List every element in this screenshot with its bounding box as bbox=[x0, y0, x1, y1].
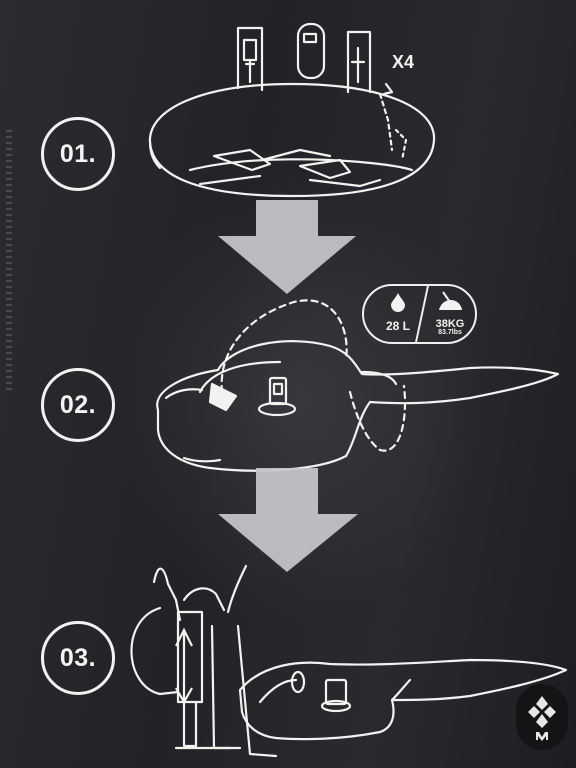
fill-info-box: 28 L 38KG 83.7lbs bbox=[362, 284, 477, 344]
water-volume: 28 L bbox=[385, 319, 410, 333]
weight-metric: 38KG bbox=[435, 318, 465, 330]
arrow-down-icon bbox=[218, 200, 356, 294]
weight-imperial: 83.7lbs bbox=[438, 329, 462, 336]
repeat-count-label: X4 bbox=[392, 52, 415, 72]
step3-pump-drawing bbox=[130, 564, 568, 758]
brand-logo-icon bbox=[516, 684, 568, 750]
step-3-number: 03. bbox=[41, 621, 115, 695]
water-capacity: 28 L bbox=[378, 292, 418, 333]
side-edge-text bbox=[6, 130, 12, 390]
step1-base-drawing bbox=[148, 22, 436, 198]
arrow-down-icon bbox=[218, 468, 358, 572]
step-2-number: 02. bbox=[41, 368, 115, 442]
water-drop-icon bbox=[391, 293, 405, 312]
sand-weight: 38KG 83.7lbs bbox=[426, 290, 474, 336]
step-1-number: 01. bbox=[41, 117, 115, 191]
pump-arrow-icon bbox=[175, 627, 193, 705]
shovel-sand-icon bbox=[439, 291, 462, 310]
step2-base-drawing bbox=[156, 299, 560, 472]
